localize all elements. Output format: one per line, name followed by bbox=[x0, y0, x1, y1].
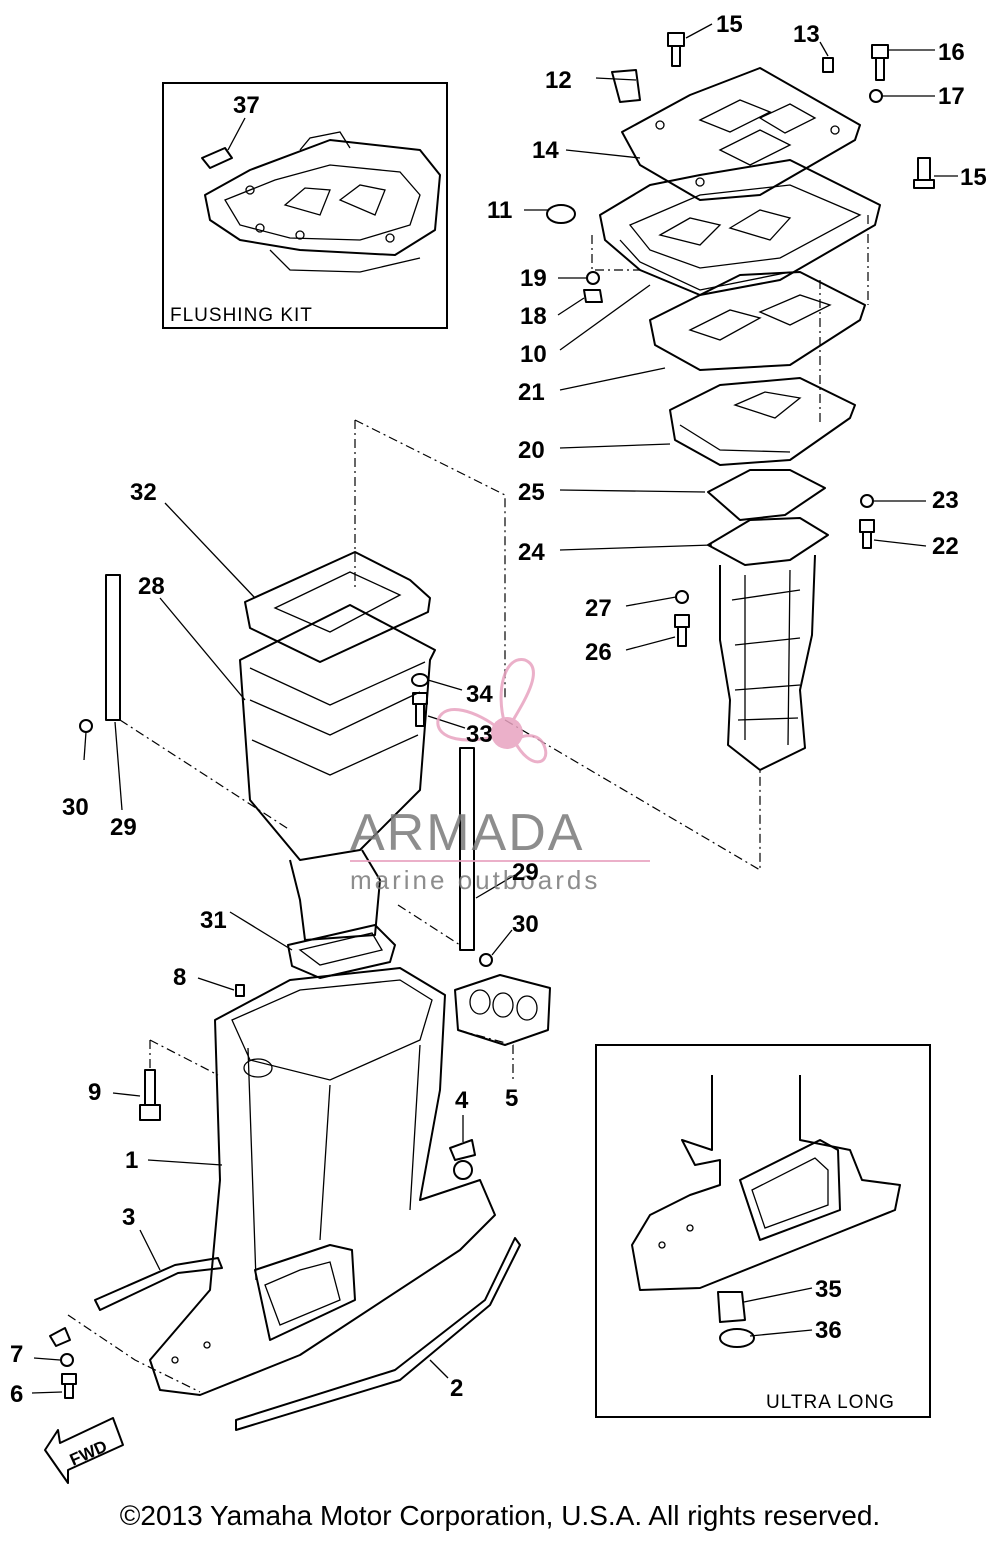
callout-6: 6 bbox=[10, 1381, 23, 1408]
watermark-title: ARMADA bbox=[350, 804, 584, 862]
callout-27: 27 bbox=[585, 595, 612, 622]
flushing-kit-inset: 37 FLUSHING KIT bbox=[162, 82, 448, 329]
callout-34: 34 bbox=[466, 681, 493, 708]
callout-16: 16 bbox=[938, 39, 965, 66]
callout-20: 20 bbox=[518, 437, 545, 464]
callout-15: 15 bbox=[716, 11, 743, 38]
callout-26: 26 bbox=[585, 639, 612, 666]
armada-watermark: ARMADA marine outboards bbox=[350, 658, 650, 895]
callout-23: 23 bbox=[932, 487, 959, 514]
callout-1: 1 bbox=[125, 1147, 138, 1174]
copyright-notice: ©2013 Yamaha Motor Corporation, U.S.A. A… bbox=[119, 1500, 881, 1531]
fwd-arrow-icon: FWD bbox=[44, 1417, 124, 1484]
callout-37: 37 bbox=[233, 92, 260, 119]
flushing-kit-title: FLUSHING KIT bbox=[170, 305, 313, 326]
callout-9: 9 bbox=[88, 1079, 101, 1106]
fwd-label: FWD bbox=[67, 1437, 110, 1470]
callout-13: 13 bbox=[793, 21, 820, 48]
callout-12: 12 bbox=[545, 67, 572, 94]
callout-labels: 15 13 16 12 17 14 15 11 19 18 10 21 20 2… bbox=[10, 11, 987, 1408]
callout-7: 7 bbox=[10, 1341, 23, 1368]
callout-22: 22 bbox=[932, 533, 959, 560]
callout-19: 19 bbox=[520, 265, 547, 292]
callout-35: 35 bbox=[815, 1276, 842, 1303]
callout-29: 29 bbox=[110, 814, 137, 841]
callout-18: 18 bbox=[520, 303, 547, 330]
callout-14: 14 bbox=[532, 137, 559, 164]
propeller-logo-icon bbox=[436, 658, 548, 764]
callout-32: 32 bbox=[130, 479, 157, 506]
callout-25: 25 bbox=[518, 479, 545, 506]
upper-casing-assembly bbox=[31, 967, 521, 1431]
callout-33: 33 bbox=[466, 721, 493, 748]
callout-30-right: 30 bbox=[512, 911, 539, 938]
callout-31: 31 bbox=[200, 907, 227, 934]
callout-15-right: 15 bbox=[960, 164, 987, 191]
callout-2: 2 bbox=[450, 1375, 463, 1402]
callout-4: 4 bbox=[455, 1087, 469, 1114]
callout-29-right: 29 bbox=[512, 859, 539, 886]
callout-8: 8 bbox=[173, 964, 186, 991]
callout-17: 17 bbox=[938, 83, 965, 110]
watermark-subtitle: marine outboards bbox=[350, 865, 600, 895]
ultra-long-inset: 35 36 ULTRA LONG bbox=[595, 1044, 931, 1418]
ultra-long-title: ULTRA LONG bbox=[766, 1392, 895, 1413]
callout-11: 11 bbox=[487, 197, 512, 224]
callout-24: 24 bbox=[518, 539, 545, 566]
callout-30: 30 bbox=[62, 794, 89, 821]
middle-assembly bbox=[79, 419, 761, 1080]
callout-10: 10 bbox=[520, 341, 547, 368]
upper-exhaust-assembly bbox=[524, 23, 958, 771]
callout-28: 28 bbox=[138, 573, 165, 600]
exploded-parts-diagram: 37 FLUSHING KIT bbox=[10, 11, 987, 1484]
callout-21: 21 bbox=[518, 379, 545, 406]
callout-5: 5 bbox=[505, 1085, 518, 1112]
callout-36: 36 bbox=[815, 1317, 842, 1344]
callout-3: 3 bbox=[122, 1204, 135, 1231]
